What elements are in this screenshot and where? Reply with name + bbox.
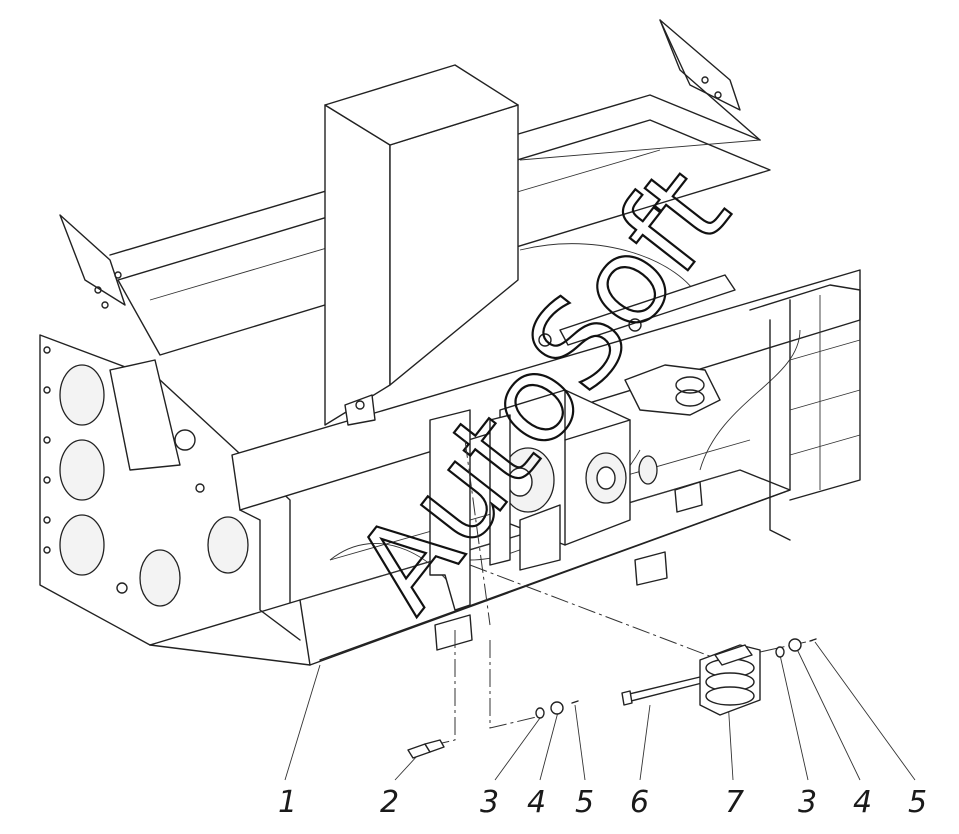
callout-6: 6: [630, 785, 649, 820]
pin-part: [407, 739, 445, 759]
leader-lines: [284, 439, 916, 781]
callout-3: 3: [480, 785, 499, 820]
spring-bracket-part: [699, 644, 761, 716]
washer-nut-cotter-left: [535, 700, 579, 719]
callout-3-right: 3: [798, 785, 817, 820]
callout-5: 5: [575, 785, 594, 820]
callout-5-right: 5: [908, 785, 927, 820]
callout-4-right: 4: [853, 785, 872, 820]
callout-4: 4: [527, 785, 546, 820]
callout-2: 2: [380, 785, 399, 820]
callout-7: 7: [725, 785, 744, 820]
exploded-parts: [407, 638, 817, 759]
washer-nut-cotter-right: [775, 638, 817, 658]
callout-1: 1: [278, 785, 297, 820]
bolt-part: [621, 676, 703, 706]
housing-assembly: [39, 19, 861, 666]
callout-labels: 1 2 3 4 5 6 7 3 4 5: [278, 785, 927, 820]
